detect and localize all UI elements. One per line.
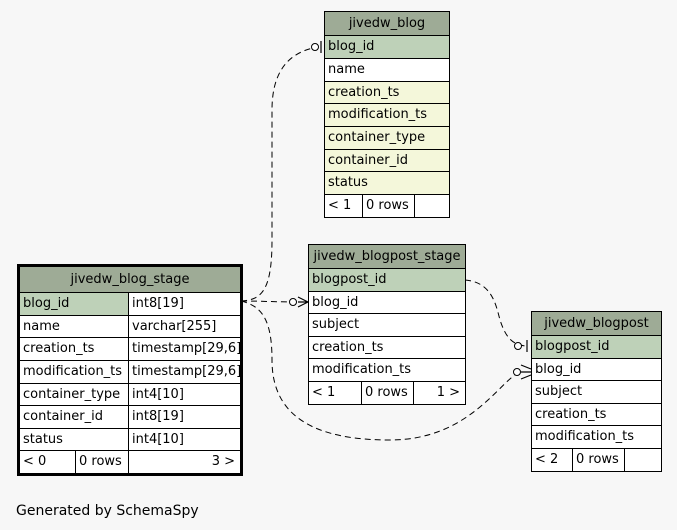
column-name: subject [535, 384, 583, 399]
column-name: modification_ts [312, 362, 412, 377]
column-name: creation_ts [325, 82, 449, 103]
column-name: status [23, 432, 63, 447]
table-row: modification_ts [532, 426, 661, 449]
column-name: container_id [23, 409, 103, 424]
table-row: modification_ts [309, 359, 465, 382]
column-name: blog_id [535, 362, 582, 377]
column-type: timestamp[29,6] [128, 338, 240, 360]
column-name: modification_ts [325, 104, 449, 126]
column-name: creation_ts [23, 341, 95, 356]
table-row: subject [309, 314, 465, 337]
column-type: int4[10] [128, 429, 240, 450]
link-blogpost-stage-to-blogpost [464, 279, 526, 347]
column-name: modification_ts [23, 364, 123, 379]
children-count [624, 449, 661, 471]
table-row: name varchar[255] [20, 316, 240, 338]
generated-by-label: Generated by SchemaSpy [16, 503, 199, 519]
table-row: blog_id int8[19] [20, 293, 240, 316]
table-title: jivedw_blogpost_stage [309, 245, 465, 269]
parents-count: < 1 [312, 385, 336, 400]
many-marker [297, 296, 309, 308]
column-name: blog_id [325, 36, 449, 58]
optional-marker [513, 368, 521, 376]
column-type: int8[19] [128, 406, 240, 428]
table-row: blog_id [532, 359, 661, 381]
table-row: container_type int4[10] [20, 384, 240, 406]
optional-marker [514, 342, 522, 350]
parents-count: < 1 [328, 198, 352, 213]
column-type: int4[10] [128, 384, 240, 405]
column-name: blog_id [20, 293, 128, 315]
table-row: creation_ts [532, 404, 661, 426]
column-name: container_id [325, 150, 449, 171]
table-row: creation_ts [325, 82, 449, 104]
column-name: blogpost_id [309, 269, 465, 291]
table-row: status int4[10] [20, 429, 240, 451]
row-count: 0 rows [362, 195, 414, 217]
column-type: int8[19] [128, 293, 240, 315]
column-type: timestamp[29,6] [128, 361, 240, 383]
row-count: 0 rows [361, 382, 413, 404]
link-blog-stage-to-blogpost [240, 300, 521, 441]
column-name: modification_ts [535, 429, 635, 444]
table-row: creation_ts [309, 337, 465, 359]
table-row: container_type [325, 127, 449, 150]
column-name: blogpost_id [532, 336, 661, 358]
table-jivedw-blogpost[interactable]: jivedw_blogpost blogpost_id blog_id subj… [531, 311, 662, 472]
table-row: container_id [325, 150, 449, 172]
row-count: 0 rows [572, 449, 624, 471]
table-jivedw-blog-stage[interactable]: jivedw_blog_stage blog_id int8[19] name … [17, 264, 243, 476]
table-row: creation_ts timestamp[29,6] [20, 338, 240, 361]
table-row: name [325, 59, 449, 82]
children-count [414, 195, 449, 217]
table-row: blogpost_id [309, 269, 465, 292]
column-name: status [325, 172, 449, 194]
parents-count: < 2 [535, 452, 559, 467]
table-row: blog_id [309, 292, 465, 314]
children-count: 1 > [413, 382, 465, 404]
row-count: 0 rows [75, 451, 128, 473]
column-name: name [328, 62, 365, 77]
table-footer: < 1 0 rows [325, 195, 449, 217]
table-footer: < 0 0 rows 3 > [20, 451, 240, 473]
table-title: jivedw_blog [325, 12, 449, 36]
table-jivedw-blog[interactable]: jivedw_blog blog_id name creation_ts mod… [324, 11, 450, 218]
table-jivedw-blogpost-stage[interactable]: jivedw_blogpost_stage blogpost_id blog_i… [308, 244, 466, 405]
link-blog-stage-to-blog [240, 46, 319, 302]
column-name: name [23, 319, 60, 334]
table-row: status [325, 172, 449, 195]
children-count: 3 > [128, 451, 240, 473]
table-title: jivedw_blog_stage [20, 267, 240, 293]
table-row: blogpost_id [532, 336, 661, 359]
column-name: blog_id [312, 295, 359, 310]
table-row: container_id int8[19] [20, 406, 240, 429]
table-footer: < 1 0 rows 1 > [309, 382, 465, 404]
table-title: jivedw_blogpost [532, 312, 661, 336]
column-name: container_type [23, 387, 121, 402]
optional-marker [311, 43, 319, 51]
table-row: modification_ts timestamp[29,6] [20, 361, 240, 384]
column-name: creation_ts [535, 407, 607, 422]
optional-marker [289, 298, 297, 306]
column-type: varchar[255] [128, 316, 240, 337]
table-row: blog_id [325, 36, 449, 59]
parents-count: < 0 [23, 454, 47, 469]
column-name: container_type [325, 127, 449, 149]
table-footer: < 2 0 rows [532, 449, 661, 471]
column-name: subject [312, 317, 360, 332]
table-row: subject [532, 381, 661, 404]
many-marker [520, 364, 532, 380]
column-name: creation_ts [312, 340, 384, 355]
table-row: modification_ts [325, 104, 449, 127]
